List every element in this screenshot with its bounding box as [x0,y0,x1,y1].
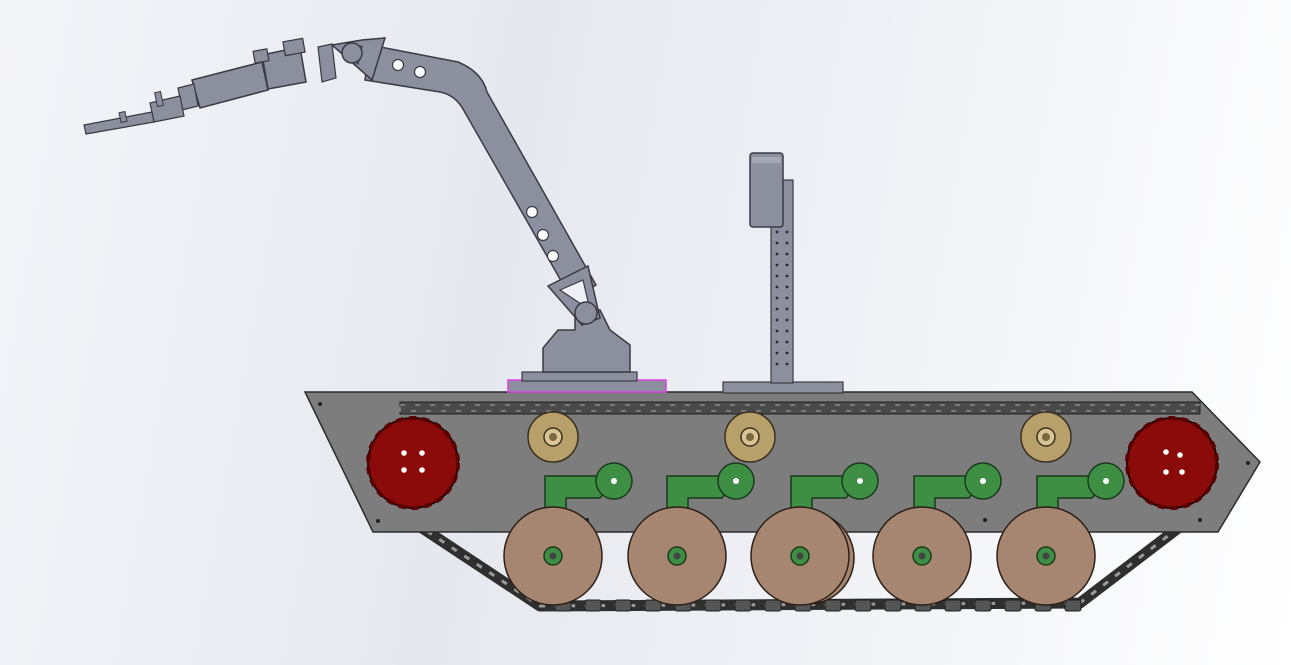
road-wheels [503,506,1096,606]
return-roller [1020,411,1072,463]
mast-hole [785,307,789,311]
road-wheel [996,506,1096,606]
hull-bolt [983,518,987,522]
mast-hole [775,263,779,267]
track-link [764,599,782,612]
mast-hole [785,318,789,322]
mast-hole [785,274,789,278]
track-link [854,599,872,612]
mast-hole [785,230,789,234]
hull-bolt [318,402,322,406]
mast-hole [775,285,779,289]
mast-base-plate [722,381,844,394]
road-wheel [872,506,972,606]
track-link [884,599,902,612]
mast-hole [785,296,789,300]
mast-hole [775,340,779,344]
mast-hole [775,230,779,234]
return-roller [724,411,776,463]
mast-hole [785,241,789,245]
camera-mast [722,152,844,394]
track-link [1064,599,1082,612]
track-link [644,599,662,612]
forearm [191,61,269,109]
track-link [824,599,842,612]
arm-turntable [507,379,667,393]
track-link [944,599,962,612]
mast-holes [775,230,789,366]
track-link [614,599,632,612]
road-wheel [750,506,855,606]
rear-sprocket [1125,416,1219,510]
upper-track-run [399,401,1201,415]
mast-hole [785,252,789,256]
track-link [734,599,752,612]
return-roller [527,411,579,463]
elbow-joint [341,42,363,64]
mast-hole [775,362,779,366]
shoulder-joint [574,301,598,325]
camera-head [749,152,784,228]
hull-bolt [1198,518,1202,522]
return-rollers [527,411,1072,463]
gripper-finger [83,111,155,135]
mast-hole [775,307,779,311]
hull-bolt [1246,461,1250,465]
mast-hole [785,285,789,289]
track-link [1004,599,1022,612]
mast-hole [775,296,779,300]
mast-hole [785,362,789,366]
mast-hole [775,241,779,245]
road-wheel [627,506,727,606]
mast-hole [775,274,779,278]
front-sprocket [366,416,460,510]
track-link [704,599,722,612]
robotic-arm [83,37,667,393]
mast-hole [775,318,779,322]
mast-hole [785,340,789,344]
mast-hole [775,252,779,256]
track-link [974,599,992,612]
hull-bolt [376,519,380,523]
mast-hole [785,263,789,267]
road-wheel [503,506,603,606]
gripper-body [149,95,185,123]
mast-hole [775,351,779,355]
arm-boom [364,44,598,302]
mast-hole [785,351,789,355]
track-link [584,599,602,612]
mast-hole [775,329,779,333]
mast-hole [785,329,789,333]
